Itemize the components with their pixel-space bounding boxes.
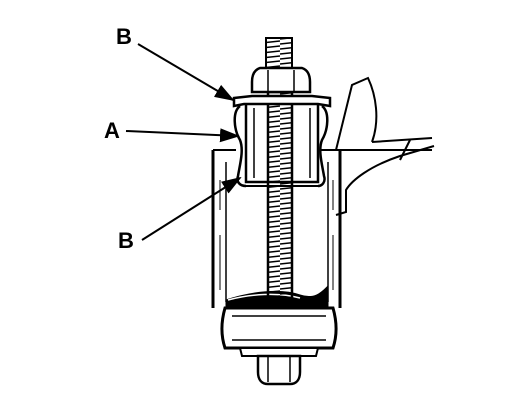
callout-label-a: A — [104, 118, 120, 143]
leader-bottom-b — [141, 176, 242, 241]
subframe-arm — [335, 76, 435, 216]
leader-arrows — [125, 43, 242, 241]
top-nut — [250, 66, 312, 94]
leader-a — [125, 128, 240, 143]
bottom-nut — [256, 354, 302, 386]
callout-label-top-b: B — [116, 24, 132, 49]
press-collar — [244, 104, 320, 184]
threaded-rod — [265, 37, 294, 300]
leader-top-b — [137, 43, 235, 102]
base-ring — [220, 306, 338, 357]
top-flange-plate — [232, 94, 332, 108]
callout-label-bottom-b: B — [118, 228, 134, 253]
